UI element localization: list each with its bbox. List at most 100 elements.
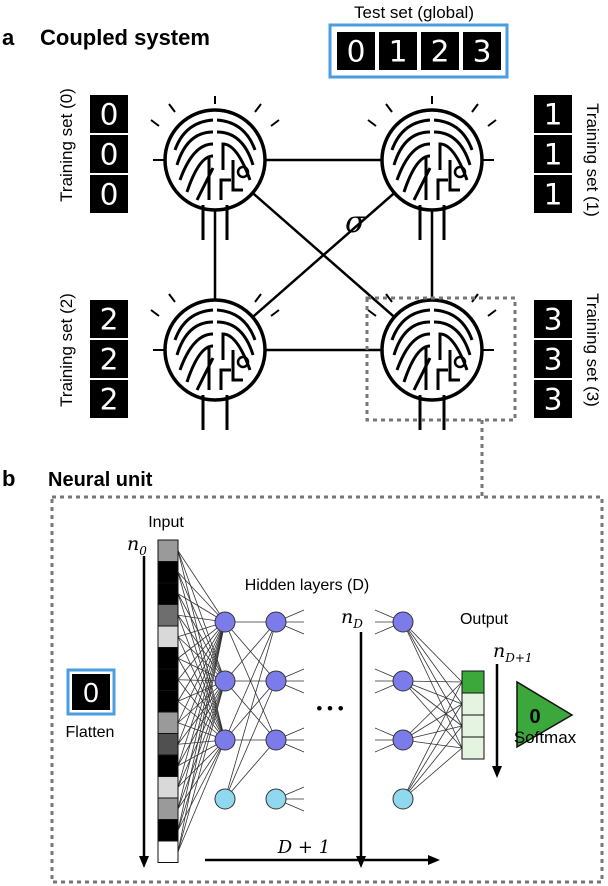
digit-glyph: 0 [347,34,366,69]
input-cell [157,797,179,820]
connection [177,658,226,741]
digit-tile-bg [90,135,128,173]
panel-a-letter: a [2,25,15,50]
input-cell [157,711,179,734]
connection [402,621,463,683]
connection [177,571,226,623]
hidden-node [265,670,287,692]
flatten-frame [66,668,116,716]
input-cell [157,840,179,863]
input-cell [157,668,179,691]
connection [177,621,226,702]
output-vector [461,670,485,760]
hidden-dim-arrowhead [356,856,366,868]
flatten-digit: 0 [83,677,99,708]
depth-arrowhead [428,855,440,865]
connection [177,680,226,745]
digit-tile-bg [421,32,459,70]
hidden-node [214,611,236,633]
training-digit: 0 [90,135,128,173]
connection [177,680,226,809]
test-set-label: Test set (global) [354,3,474,22]
layer-ellipsis: • • • [316,699,343,718]
output-cell [461,714,485,738]
connection [177,621,226,723]
connection [177,572,226,682]
digit-glyph: 1 [544,137,563,172]
connection [177,680,226,766]
training-digit: 1 [534,175,572,213]
connection [177,636,226,682]
training-digit: 0 [90,175,128,213]
connection [177,739,226,788]
input-cell [157,819,179,842]
test-digit: 0 [337,32,375,70]
digit-glyph: 1 [544,177,563,212]
digit-glyph: 3 [544,382,563,417]
training-set-label-0: Training set (0) [57,88,76,202]
connection-lines [177,550,463,852]
output-dim-arrowhead [492,766,502,778]
input-cell [157,754,179,777]
neural-unit-frame [50,495,604,884]
digit-tile-bg [534,135,572,173]
connection [224,621,277,800]
hidden-node [392,670,414,692]
coupling-symbol: σ [345,205,367,240]
training-digit: 1 [534,135,572,173]
digit-tile-bg [534,95,572,133]
connection [402,747,463,800]
hidden-node [214,670,236,692]
digit-tile-bg [534,300,572,338]
output-cell [461,736,485,760]
training-set-label-3: Training set (3) [583,293,602,407]
bias-node [265,788,287,810]
digit-tile-bg [337,32,375,70]
flatten-label: Flatten [66,724,115,741]
connection [224,680,277,800]
digit-tile-bg [90,340,128,378]
training-digit: 3 [534,340,572,378]
connection [402,621,463,705]
softmax-label: Softmax [514,728,577,747]
training-set-label-2: Training set (2) [57,293,76,407]
connection [402,703,463,741]
output-dim: nD+1 [493,640,533,665]
depth-label: D + 1 [277,837,330,858]
digit-tile-bg [463,32,501,70]
bias-node [392,788,414,810]
connection [177,615,226,682]
connection [177,572,226,741]
input-cell [157,776,179,799]
training-digit: 3 [534,380,572,418]
digit-tile-bg [534,340,572,378]
connection [177,680,226,852]
output-cell [461,670,485,694]
hidden-nodes [214,611,414,810]
training-digit: 3 [534,300,572,338]
connection [177,621,226,681]
softmax-value: 0 [529,706,540,728]
connection [177,593,226,741]
digit-glyph: 0 [100,177,119,212]
connection [177,739,226,852]
brain-icon [366,284,498,432]
connection [402,681,463,741]
brain-icon [149,284,281,432]
softmax-triangle [516,680,574,749]
input-label: Input [148,514,184,531]
hidden-layers-label: Hidden layers (D) [245,577,369,594]
connection [402,680,463,705]
connection [177,621,226,766]
training-digit: 1 [534,95,572,133]
digit-glyph: 3 [544,342,563,377]
connection [177,636,226,741]
output-cell [461,692,485,716]
connection [402,725,463,800]
training-digit: 2 [90,380,128,418]
digit-tile-bg [379,32,417,70]
input-dim-arrowhead [139,856,149,868]
input-cell [157,604,179,627]
